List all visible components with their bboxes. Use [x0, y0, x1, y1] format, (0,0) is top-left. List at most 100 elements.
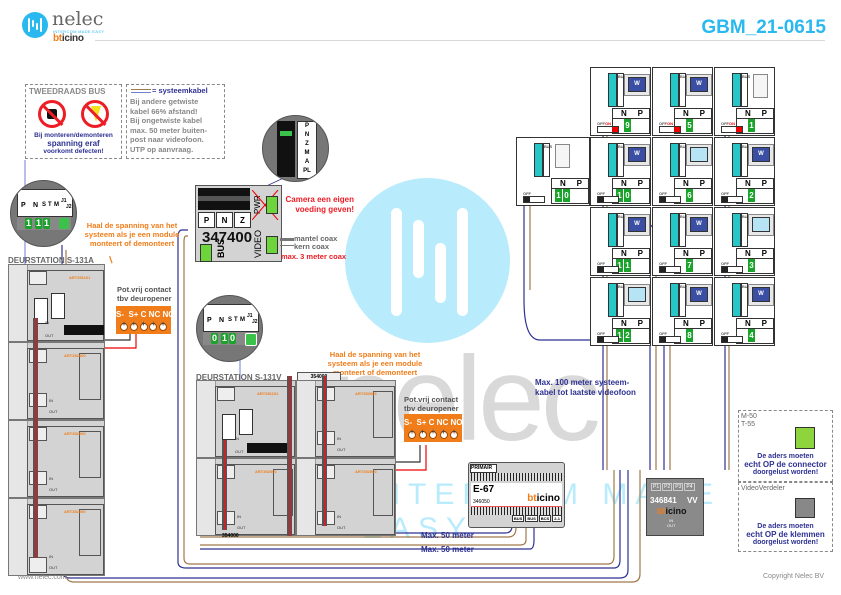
power-warning-a: Haal de spanning van het systeem als je …: [84, 221, 180, 248]
door-station-v-title: DEURSTATION S-131V: [196, 373, 282, 382]
zoom-connector: [277, 121, 295, 177]
door-module-a-4: ART352000 IN OUT: [8, 498, 105, 576]
module-code: ART352000: [64, 509, 86, 514]
dip-switch: [34, 298, 48, 324]
videophone-screen: W: [624, 74, 650, 96]
camera-power-note: Camera een eigen voeding geven!: [285, 195, 354, 214]
door-station-a-title: DEURSTATION S-131A: [8, 256, 94, 265]
address-digit: 5: [686, 119, 693, 132]
bus-terminal: [608, 143, 617, 177]
module-code: ART351101: [257, 391, 279, 396]
dip-switch-zoom-a: P N S T M J1 J2 1 1 1: [10, 180, 77, 247]
off-on-switch[interactable]: OFFON: [659, 121, 681, 133]
off-on-switch[interactable]: OFF: [523, 191, 545, 203]
address-digit: 1: [748, 119, 755, 132]
off-on-switch[interactable]: OFFON: [597, 121, 619, 133]
distributor-model: 346841 VV: [650, 496, 698, 505]
off-on-switch[interactable]: OFFON: [721, 121, 743, 133]
videophone-screen: [748, 214, 774, 236]
address-digit: 3: [748, 259, 755, 272]
off-on-switch[interactable]: OFF: [597, 331, 619, 343]
bus-wire-brown: [65, 350, 641, 583]
bus-terminal: [732, 143, 741, 177]
dip-switch: [239, 409, 253, 435]
off-on-switch[interactable]: OFF: [597, 261, 619, 273]
module-code: ART352000: [255, 469, 277, 474]
module-code: ART352000: [355, 391, 377, 396]
bus-terminal-label: BUS: [617, 283, 626, 317]
dip-switch: [222, 414, 236, 440]
off-on-switch[interactable]: OFF: [659, 331, 681, 343]
pwr-terminal: [266, 196, 278, 214]
address-digit: 1: [616, 259, 623, 272]
video-splitter-title: VideoVerdeler: [741, 485, 785, 492]
relay-terminal-v: S- S+ C NC NO: [404, 414, 462, 442]
address-digit: 4: [748, 329, 755, 342]
bticino-logo: bticino: [527, 493, 560, 504]
off-on-switch[interactable]: OFF: [659, 191, 681, 203]
dip-labels: P N S T M J1 J2: [17, 189, 73, 217]
video-terminal: [266, 236, 278, 254]
bus-terminal-label: BUS: [617, 143, 626, 177]
off-on-switch[interactable]: OFF: [721, 331, 743, 343]
video-splitter-note: VideoVerdeler De aders moeten echt OP de…: [738, 482, 833, 552]
bus-terminal-label: BUS: [741, 283, 750, 317]
dip-switch-zoom-v: P N S T M J1 J2 0 1 0: [196, 295, 263, 362]
door-module-a-2: ART352000 IN OUT: [8, 342, 105, 420]
max-50m-note-b: Max. 50 meter: [421, 545, 474, 554]
document-id: GBM_21-0615: [701, 17, 826, 38]
dip-labels: P N S T M J1 J2: [203, 304, 259, 332]
bticino-logo: bticino: [53, 33, 84, 44]
two-wire-bus-note: TWEEDRAADS BUS Bij monteren/demonteren s…: [25, 84, 122, 159]
video-label: VIDEO: [253, 229, 263, 258]
camera-module: P N Z 347400 PWR VIDEO BUS: [195, 185, 282, 262]
address-digit: 7: [686, 259, 693, 272]
bus-wire-blue: [200, 520, 535, 550]
module-code: ART351101: [69, 275, 91, 280]
bus-terminal: [608, 213, 617, 247]
off-on-switch[interactable]: OFF: [721, 191, 743, 203]
copyright: Copyright Nelec BV: [763, 573, 825, 580]
flat-cable: [287, 376, 292, 536]
off-on-switch[interactable]: OFF: [597, 191, 619, 203]
bus-wire-brown: [183, 235, 615, 565]
bus-label: BUS: [216, 238, 226, 258]
off-on-switch[interactable]: OFF: [721, 261, 743, 273]
cable-note-text: Bij andere getwiste kabel 66% afstand! B…: [130, 97, 208, 154]
bus-terminal: [732, 283, 741, 317]
relay-terminal-a: S- S+ C NC NO: [116, 306, 174, 334]
bus-wire-blue: [523, 150, 600, 341]
address-digit: 0: [563, 189, 570, 202]
distributor-ports: P1 P2 P3 P4: [651, 483, 695, 491]
address-digit: 9: [624, 119, 631, 132]
bus-terminal: [670, 213, 679, 247]
bus-terminal: [670, 283, 679, 317]
handset-icon: [555, 144, 570, 168]
address-digit: 1: [616, 329, 623, 342]
bus-terminal-label: BUS: [679, 143, 688, 177]
coax-shield-label: mantel coax: [294, 234, 338, 243]
power-warning-v: Haal de spanning van het systeem als je …: [327, 350, 423, 377]
bus-terminal: [732, 73, 741, 107]
address-digit: 1: [555, 189, 562, 202]
door-module-a-1: ART351101 IN OUT: [8, 264, 105, 342]
videophone-screen: [624, 284, 650, 306]
watermark-bar: [457, 208, 468, 316]
relay-caption-v: Pot.vrij contact tbv deuropener: [404, 395, 459, 413]
system-cable-note: = systeemkabel Bij andere getwiste kabel…: [126, 84, 225, 159]
bus-terminal-label: BUS: [741, 213, 750, 247]
off-on-switch[interactable]: OFF: [659, 261, 681, 273]
address-digit: 1: [616, 189, 623, 202]
videophone-screen: W: [748, 144, 774, 166]
